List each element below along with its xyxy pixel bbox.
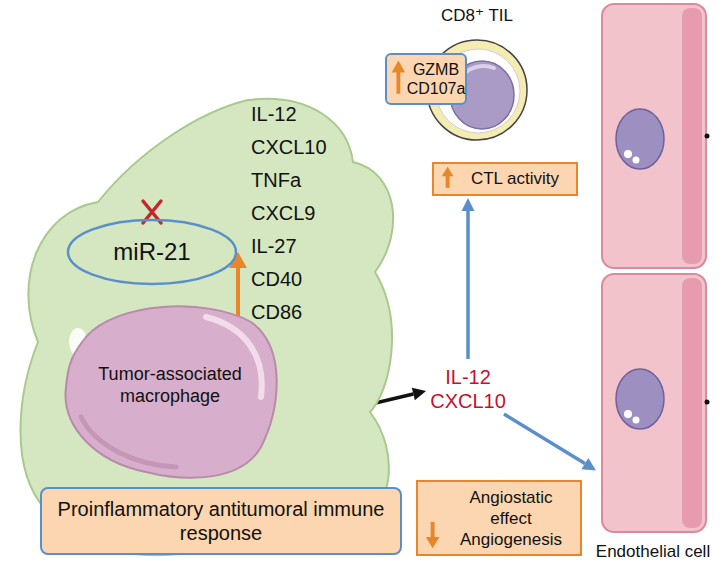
macrophage-nucleus: Tumor-associated macrophage bbox=[56, 297, 284, 482]
node-text: miR-21 bbox=[113, 238, 190, 266]
connector-arrow bbox=[462, 198, 475, 359]
node-text: Proinflammatory antitumoral immune respo… bbox=[52, 497, 390, 545]
node-text: Angiogenesis bbox=[460, 529, 562, 550]
arrow-head bbox=[582, 458, 596, 470]
response-box: Proinflammatory antitumoral immune respo… bbox=[40, 487, 402, 555]
connector-line bbox=[466, 211, 470, 359]
connector-line bbox=[504, 414, 585, 464]
arrow-head bbox=[412, 388, 426, 401]
node-text: IL-12 CXCL10 bbox=[430, 365, 506, 413]
node-text: CD8⁺ TIL bbox=[418, 6, 536, 26]
node-text: IL-12 CXCL10 TNFa CXCL9 IL-27 CD40 CD86 bbox=[251, 98, 327, 329]
connector-arrow bbox=[504, 414, 596, 470]
mirna-ellipse: miR-21 bbox=[66, 218, 238, 286]
node-text: GZMB CD107a bbox=[407, 60, 466, 98]
node-text: Endothelial cell bbox=[578, 542, 727, 562]
node-text: Angiostatic effect bbox=[456, 487, 566, 529]
endothelial-cells: Endothelial cell bbox=[598, 4, 708, 534]
cytokine-label: IL-12 CXCL10 bbox=[428, 362, 508, 416]
endothelial-cells-outline bbox=[598, 4, 708, 534]
angiostatic-box: Angiostatic effectAngiogenesis bbox=[416, 480, 582, 556]
arrow-head bbox=[462, 198, 475, 211]
node-text: CTL activity bbox=[471, 169, 559, 189]
marker-box: GZMB CD107a bbox=[385, 53, 467, 105]
node-text: Tumor-associated macrophage bbox=[90, 363, 250, 407]
ctl-activity-box: CTL activity bbox=[432, 162, 578, 196]
